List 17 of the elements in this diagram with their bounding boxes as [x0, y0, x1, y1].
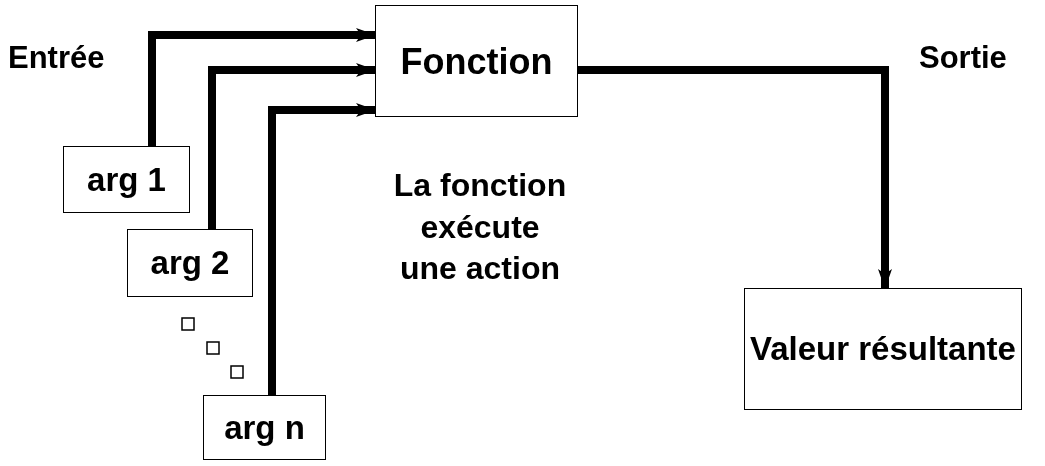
flow-label: Sortie [919, 40, 1007, 76]
process-box [375, 5, 578, 117]
arrow [268, 103, 376, 395]
box-label: arg n [224, 407, 305, 448]
box-caption: La fonction exécute une action [392, 166, 568, 289]
box-label: Valeur résultante [750, 329, 1016, 370]
arrow [208, 63, 376, 229]
process-box [744, 288, 1022, 410]
process-box [203, 395, 326, 460]
flow-label: Entrée [8, 40, 105, 76]
arrow [578, 66, 892, 289]
box-label: arg 2 [150, 243, 230, 284]
process-box [127, 229, 253, 297]
process-box [63, 146, 190, 213]
box-label: Fonction [400, 39, 553, 84]
arrow [148, 28, 376, 146]
box-label: arg 1 [87, 159, 166, 200]
